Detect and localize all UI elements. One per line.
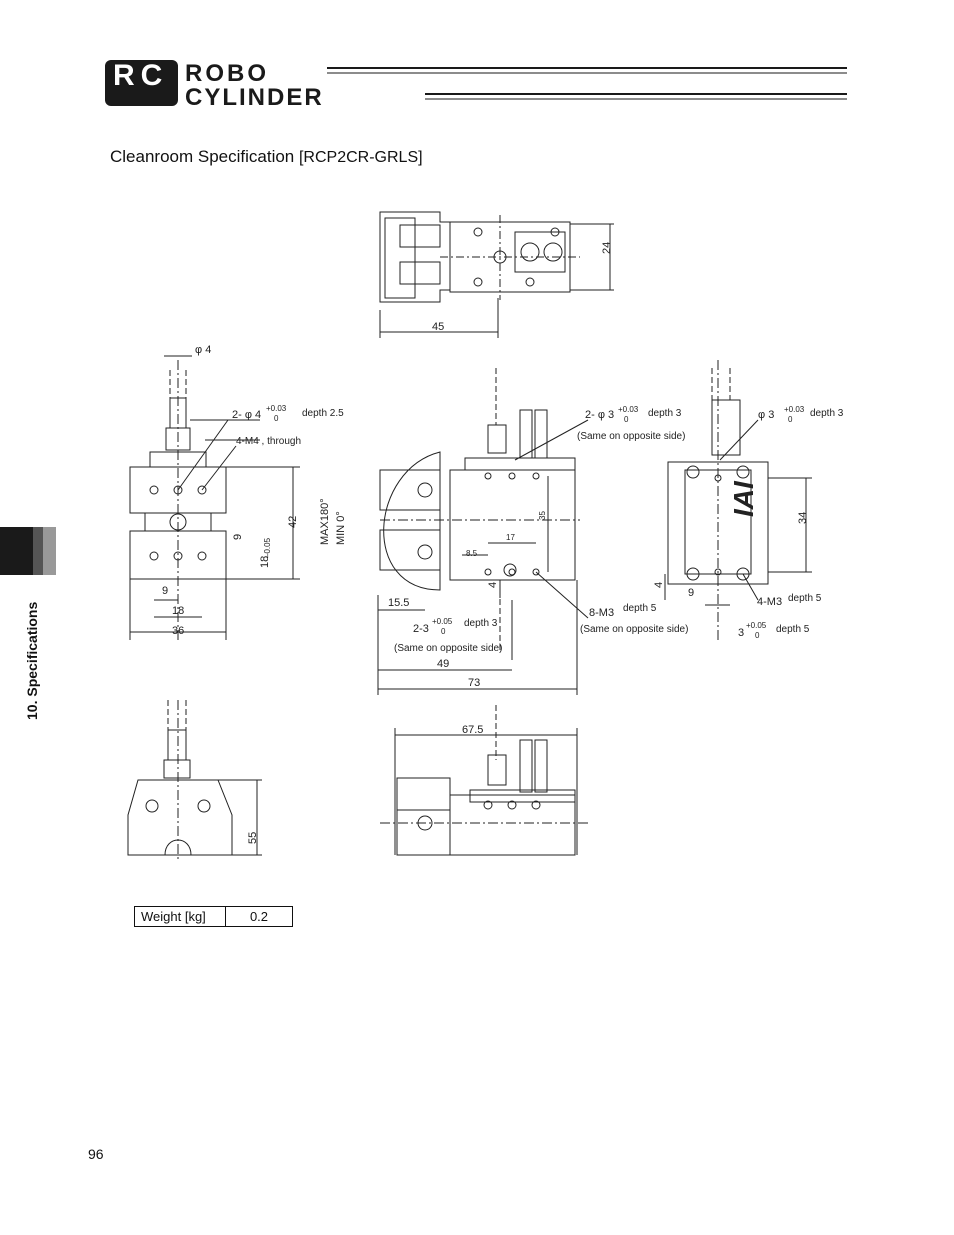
weight-label: Weight [kg]: [134, 906, 226, 927]
label-same-opposite-1: (Same on opposite side): [577, 431, 685, 442]
iai-brand-mark: IAI: [728, 480, 759, 517]
dim-73: 73: [468, 677, 480, 689]
label-phi3: φ 3: [758, 409, 774, 421]
tol-0-e: 0: [755, 631, 760, 640]
label-3: 3: [738, 627, 744, 639]
chapter-tab: [0, 527, 56, 575]
dim-9r: 9: [688, 587, 694, 599]
dim-4r: 4: [653, 582, 665, 588]
logo-word-robo: ROBO: [185, 60, 269, 87]
label-4m4: 4-M4 , through: [236, 436, 301, 447]
bottom-left-view: [127, 700, 262, 860]
label-depth-5-b: depth 5: [788, 593, 822, 604]
label-2-3: 2-3: [413, 623, 429, 635]
tol-003-c: +0.03: [784, 405, 805, 414]
tol-0: 0: [274, 414, 279, 423]
weight-table: Weight [kg] 0.2: [134, 906, 293, 927]
section-title-text: Cleanroom Specification: [110, 147, 299, 166]
dim-49: 49: [437, 658, 449, 670]
label-8m3: 8-M3: [589, 607, 614, 619]
dim-4: 4: [487, 582, 499, 588]
label-depth-3-b: depth 3: [464, 618, 498, 629]
top-view: [379, 211, 614, 338]
dim-9v: 9: [232, 534, 244, 540]
dim-675: 67.5: [462, 724, 483, 736]
robo-cylinder-logo: RC ROBO CYLINDER: [105, 59, 847, 110]
label-phi4: φ 4: [195, 344, 211, 356]
dim-9h: 9: [162, 585, 168, 597]
dim-24: 24: [601, 242, 613, 254]
dim-17: 17: [506, 533, 515, 542]
dim-85: 8.5: [466, 549, 478, 558]
left-side-view: [129, 355, 300, 640]
label-same-opposite-2: (Same on opposite side): [394, 643, 502, 654]
logo-word-cylinder: CYLINDER: [185, 84, 324, 110]
label-depth-25: depth 2.5: [302, 408, 344, 419]
tol-005n: –0.05: [263, 537, 272, 558]
tol-003-b: +0.03: [618, 405, 639, 414]
section-title: Cleanroom Specification [RCP2CR-GRLS]: [110, 147, 423, 167]
label-min0: MIN 0°: [335, 511, 347, 545]
tol-0-d: 0: [788, 415, 793, 424]
page-number: 96: [88, 1146, 104, 1162]
tol-005p-b: +0.05: [746, 621, 767, 630]
bottom-front-view: [380, 705, 590, 856]
dim-42: 42: [287, 516, 299, 528]
label-depth-5-c: depth 5: [776, 624, 810, 635]
tol-0-b: 0: [624, 415, 629, 424]
weight-value: 0.2: [225, 906, 293, 927]
dim-18h: 18: [172, 605, 184, 617]
model-code: [RCP2CR-GRLS]: [298, 149, 423, 166]
logo-letter-r: RC: [113, 59, 168, 92]
front-view: [377, 368, 589, 695]
right-side-view: [664, 360, 812, 640]
dim-45: 45: [432, 321, 444, 333]
dimension-drawing: 24 45 φ 4 2- φ 4 +0.03 0 depth 2.5 4-M4 …: [127, 211, 844, 860]
dim-155: 15.5: [388, 597, 409, 609]
label-2phi3: 2- φ 3: [585, 409, 614, 421]
label-depth-3: depth 3: [648, 408, 682, 419]
dim-35: 35: [538, 511, 547, 520]
tol-003: +0.03: [266, 404, 287, 413]
label-4m3: 4-M3: [757, 596, 782, 608]
label-same-opposite-3: (Same on opposite side): [580, 624, 688, 635]
label-depth-3-c: depth 3: [810, 408, 844, 419]
label-2phi4: 2- φ 4: [232, 409, 261, 421]
label-depth-5: depth 5: [623, 603, 657, 614]
dim-55: 55: [247, 832, 259, 844]
dim-36: 36: [172, 625, 184, 637]
dim-34: 34: [797, 512, 809, 524]
label-max180: MAX180°: [319, 498, 331, 545]
dim-18v: 18: [259, 556, 271, 568]
tol-005p: +0.05: [432, 617, 453, 626]
tol-0-c: 0: [441, 627, 446, 636]
